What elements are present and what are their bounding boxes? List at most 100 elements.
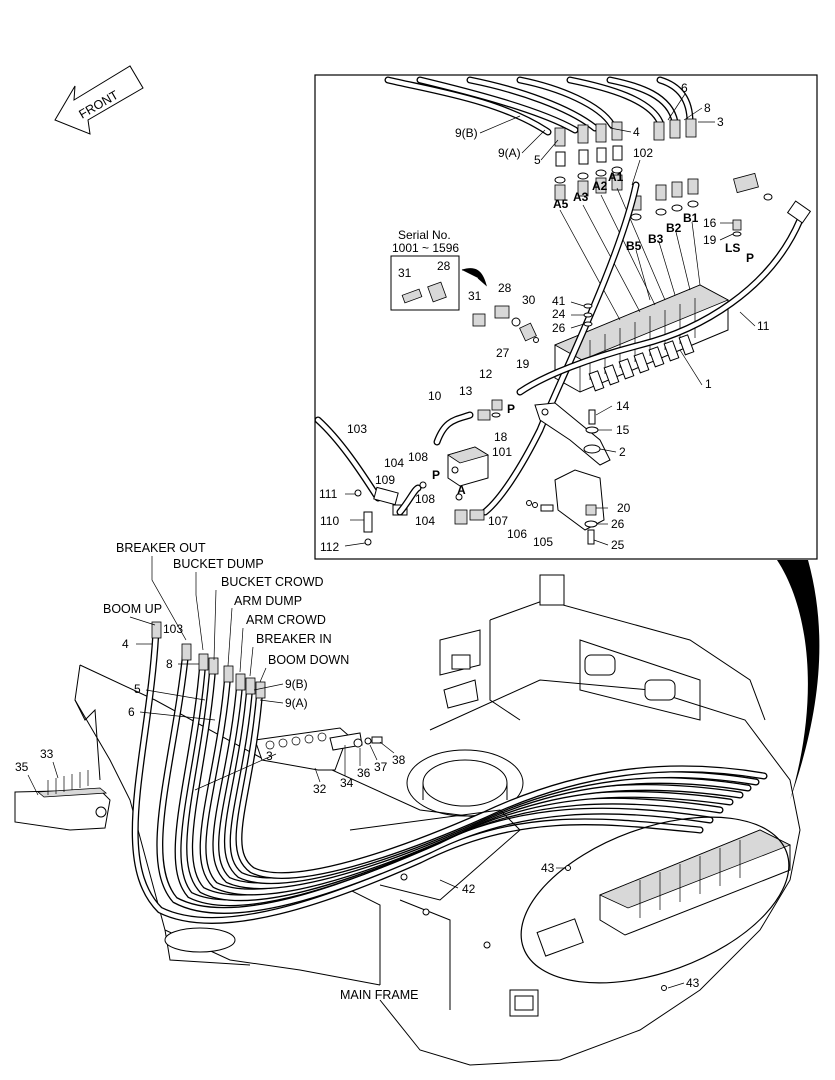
detail-inset-frame xyxy=(314,74,818,560)
label-arm-crowd: ARM CROWD xyxy=(246,613,326,627)
callout-26-bottom: 26 xyxy=(611,517,625,531)
label-boom-down: BOOM DOWN xyxy=(268,653,349,667)
serial-pointer-arrow xyxy=(461,268,487,287)
callout-19-mid: 19 xyxy=(516,357,530,371)
callout-26-top: 26 xyxy=(552,321,566,335)
callout-109: 109 xyxy=(375,473,395,487)
port-a: A xyxy=(457,483,466,497)
valve-adapters xyxy=(472,303,593,343)
callout-108-bottom: 108 xyxy=(415,492,435,506)
serial-number-box xyxy=(390,255,460,311)
port-p-block: P xyxy=(432,468,440,482)
callout-16: 16 xyxy=(703,216,717,230)
serial-title: Serial No. xyxy=(398,228,451,242)
port-p-top: P xyxy=(746,251,754,265)
main-callout-6: 6 xyxy=(128,705,135,719)
port-b3: B3 xyxy=(648,232,664,246)
callout-24: 24 xyxy=(552,307,566,321)
main-callout-43-top: 43 xyxy=(541,861,555,875)
main-callout-103: 103 xyxy=(163,622,183,636)
callout-110: 110 xyxy=(320,514,339,528)
serial-box-part-28: 28 xyxy=(437,259,451,273)
port-a2: A2 xyxy=(592,179,608,193)
callout-8: 8 xyxy=(704,101,711,115)
main-callout-5: 5 xyxy=(134,682,141,696)
callout-2: 2 xyxy=(619,445,626,459)
manifold-block xyxy=(447,446,489,487)
magnification-swoosh xyxy=(777,560,820,800)
main-callout-9b: 9(B) xyxy=(285,677,308,691)
main-frame-label: MAIN FRAME xyxy=(340,988,418,1002)
serial-box-part-31: 31 xyxy=(398,266,412,280)
fittings-12-13-18 xyxy=(477,399,503,421)
port-b1: B1 xyxy=(683,211,699,225)
label-breaker-out: BREAKER OUT xyxy=(116,541,206,555)
callout-1: 1 xyxy=(705,377,712,391)
main-callout-8: 8 xyxy=(166,657,173,671)
callout-12: 12 xyxy=(479,367,493,381)
control-valve xyxy=(554,284,729,393)
serial-range: 1001 ~ 1596 xyxy=(392,241,459,255)
port-b2: B2 xyxy=(666,221,682,235)
callout-101: 101 xyxy=(492,445,512,459)
main-callout-4: 4 xyxy=(122,637,129,651)
serial-box-fittings xyxy=(401,281,447,304)
label-breaker-in: BREAKER IN xyxy=(256,632,332,646)
main-callout-32: 32 xyxy=(313,782,327,796)
callout-10: 10 xyxy=(428,389,442,403)
frame-control-valve xyxy=(536,829,791,957)
main-hose-bundle xyxy=(131,621,768,924)
callout-3: 3 xyxy=(717,115,724,129)
main-callout-42: 42 xyxy=(462,882,476,896)
port-leaders xyxy=(559,187,701,321)
callout-103-inset: 103 xyxy=(347,422,367,436)
callout-9b: 9(B) xyxy=(455,126,478,140)
callout-19-top: 19 xyxy=(703,233,717,247)
function-label-leaders xyxy=(129,556,267,683)
valve-bracket xyxy=(534,402,611,545)
callout-6: 6 xyxy=(681,81,688,95)
callout-25: 25 xyxy=(611,538,625,552)
inset-hose-bundle xyxy=(384,76,694,136)
inset-callout-leaders xyxy=(344,93,756,547)
main-callout-38: 38 xyxy=(392,753,406,767)
callout-18: 18 xyxy=(494,430,508,444)
label-arm-dump: ARM DUMP xyxy=(234,594,302,608)
front-arrow: FRONT xyxy=(54,65,144,135)
callout-105: 105 xyxy=(533,535,553,549)
main-callout-35: 35 xyxy=(15,760,29,774)
callout-4: 4 xyxy=(633,125,640,139)
label-bucket-crowd: BUCKET CROWD xyxy=(221,575,324,589)
callout-5: 5 xyxy=(534,153,541,167)
callout-111: 111 xyxy=(319,487,338,501)
main-callout-9a: 9(A) xyxy=(285,696,308,710)
callout-9a: 9(A) xyxy=(498,146,521,160)
main-frame-body xyxy=(14,574,801,1066)
label-bucket-dump: BUCKET DUMP xyxy=(173,557,264,571)
callout-104-top: 104 xyxy=(384,456,404,470)
callout-27: 27 xyxy=(496,346,510,360)
callout-104-bottom: 104 xyxy=(415,514,435,528)
callout-112: 112 xyxy=(320,540,339,554)
port-a3: A3 xyxy=(573,190,589,204)
callout-11: 11 xyxy=(757,319,770,333)
main-callouts: 4 103 8 9(B) 5 9(A) 6 3 33 35 32 34 36 3… xyxy=(15,622,700,990)
callout-41: 41 xyxy=(552,294,566,308)
port-p-mid: P xyxy=(507,402,515,416)
callout-106: 106 xyxy=(507,527,527,541)
callout-30: 30 xyxy=(522,293,536,307)
port-a1: A1 xyxy=(608,170,624,184)
callout-102: 102 xyxy=(633,146,653,160)
port-a5: A5 xyxy=(553,197,569,211)
callout-28: 28 xyxy=(498,281,512,295)
hose-fittings xyxy=(554,118,699,221)
main-callout-34: 34 xyxy=(340,776,354,790)
valve-highlight-ellipse xyxy=(520,816,790,984)
main-callout-33: 33 xyxy=(40,747,54,761)
callout-13: 13 xyxy=(459,384,473,398)
main-callout-43-bottom: 43 xyxy=(686,976,700,990)
fittings-lower-left xyxy=(354,481,554,546)
callout-31: 31 xyxy=(468,289,482,303)
